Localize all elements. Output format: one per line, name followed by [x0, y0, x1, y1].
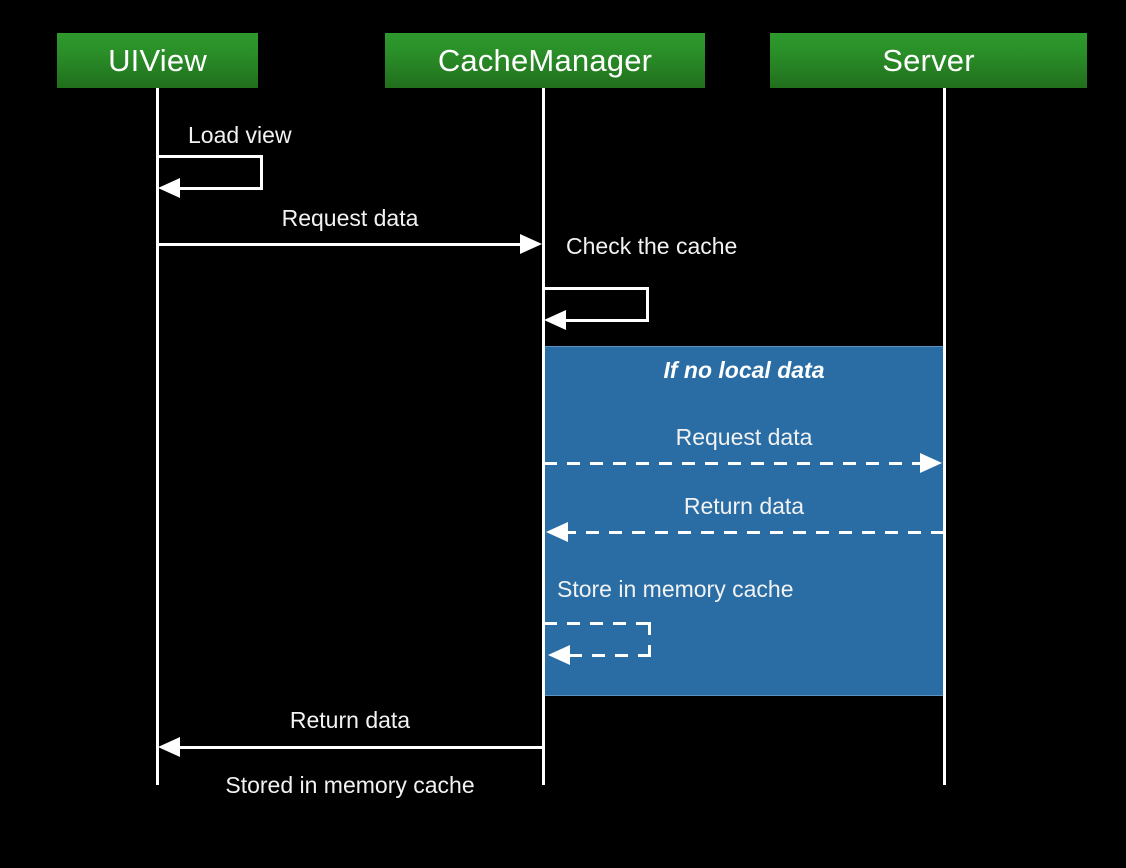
fragment-if-no-local-data	[544, 346, 944, 696]
arrowhead-return-data-server	[546, 522, 568, 542]
message-self-check-cache-top	[542, 287, 649, 290]
message-self-check-cache-bottom	[556, 319, 649, 322]
message-label-return-data-server: Return data	[683, 493, 805, 519]
message-self-store-cache-bottom	[570, 654, 651, 657]
message-shaft-request-data-server	[544, 462, 920, 465]
fragment-label: If no local data	[663, 357, 825, 383]
arrowhead-return-data-uiview	[158, 737, 180, 757]
participant-label-cachemanager: CacheManager	[437, 43, 653, 78]
arrowhead-request-data-uiview	[520, 234, 542, 254]
message-label-load-view: Load view	[188, 122, 292, 148]
message-self-store-cache-top	[544, 622, 651, 625]
lifeline-server-in-fragment	[943, 346, 946, 696]
message-self-store-cache-side	[648, 622, 651, 657]
participant-label-server: Server	[882, 43, 975, 78]
message-label-stored-in-memory-cache: Stored in memory cache	[225, 772, 475, 798]
message-self-load-view-top	[156, 155, 263, 158]
message-label-return-data-uiview: Return data	[289, 707, 411, 733]
message-shaft-return-data-uiview	[179, 746, 543, 749]
participant-header-cachemanager[interactable]: CacheManager	[385, 33, 705, 88]
lifeline-cachemanager-in-fragment	[542, 346, 545, 696]
message-self-load-view-bottom	[170, 187, 263, 190]
arrowhead-store-in-memory-cache	[548, 645, 570, 665]
arrowhead-load-view	[158, 178, 180, 198]
message-label-request-data-uiview: Request data	[281, 205, 419, 231]
lifeline-uiview	[156, 88, 159, 785]
participant-header-server[interactable]: Server	[770, 33, 1087, 88]
message-self-check-cache-side	[646, 287, 649, 322]
participant-label-uiview: UIView	[108, 43, 207, 78]
message-label-store-in-memory-cache: Store in memory cache	[557, 576, 794, 602]
participant-header-uiview[interactable]: UIView	[57, 33, 258, 88]
arrowhead-check-the-cache	[544, 310, 566, 330]
message-shaft-request-data-uiview	[157, 243, 521, 246]
message-label-check-the-cache: Check the cache	[566, 233, 738, 259]
arrowhead-request-data-server	[920, 453, 942, 473]
message-self-load-view-side	[260, 155, 263, 190]
message-label-request-data-server: Request data	[675, 424, 813, 450]
message-shaft-return-data-server	[568, 531, 944, 534]
